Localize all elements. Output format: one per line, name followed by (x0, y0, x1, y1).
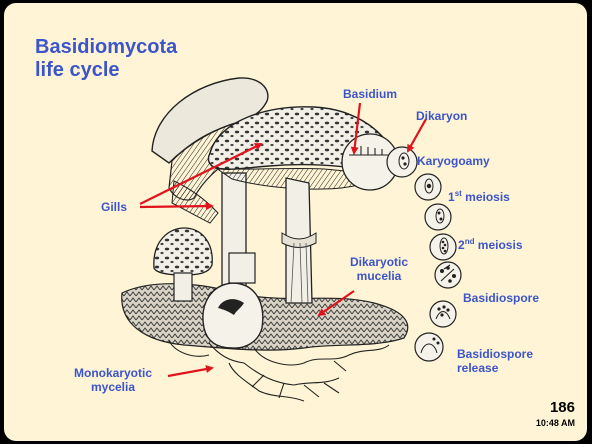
arrow-monokaryotic (168, 368, 212, 376)
label-karyogamy: Karyogoamy (417, 154, 490, 168)
stage-spores-cell (430, 301, 456, 327)
arrow-gills-lower (140, 206, 212, 207)
slide: Basidiomycota life cycle Basidium Dikary… (4, 3, 587, 441)
timestamp: 10:48 AM (536, 418, 575, 428)
egg-stage-mushroom (203, 253, 263, 348)
stage-release-cell (415, 333, 443, 361)
slide-title: Basidiomycota life cycle (35, 36, 177, 82)
label-dikaryotic-mucelia: Dikaryotic mucelia (350, 255, 408, 283)
stage-meiosis2-cell (430, 234, 456, 260)
stage-karyogamy-cell (415, 174, 441, 200)
label-monokaryotic-mycelia: Monokaryotic mycelia (74, 366, 152, 394)
title-line-1: Basidiomycota (35, 36, 177, 59)
title-line-2: life cycle (35, 59, 177, 82)
label-basidium: Basidium (343, 87, 397, 101)
label-dikaryon: Dikaryon (416, 109, 467, 123)
stage-basidiospore-cell (435, 262, 461, 288)
label-meiosis-1: 1st meiosis (448, 187, 510, 204)
label-meiosis-2: 2nd meiosis (458, 235, 523, 252)
stage-meiosis1-cell (425, 204, 451, 230)
ground-soil (122, 284, 408, 350)
label-basidiospore-release: Basidiospore release (457, 347, 533, 375)
label-basidiospore: Basidiospore (463, 291, 539, 305)
stage-dikaryon-cell (387, 147, 417, 177)
page-number: 186 (550, 399, 575, 416)
arrow-dikaryon (408, 119, 426, 151)
label-gills: Gills (101, 200, 127, 214)
